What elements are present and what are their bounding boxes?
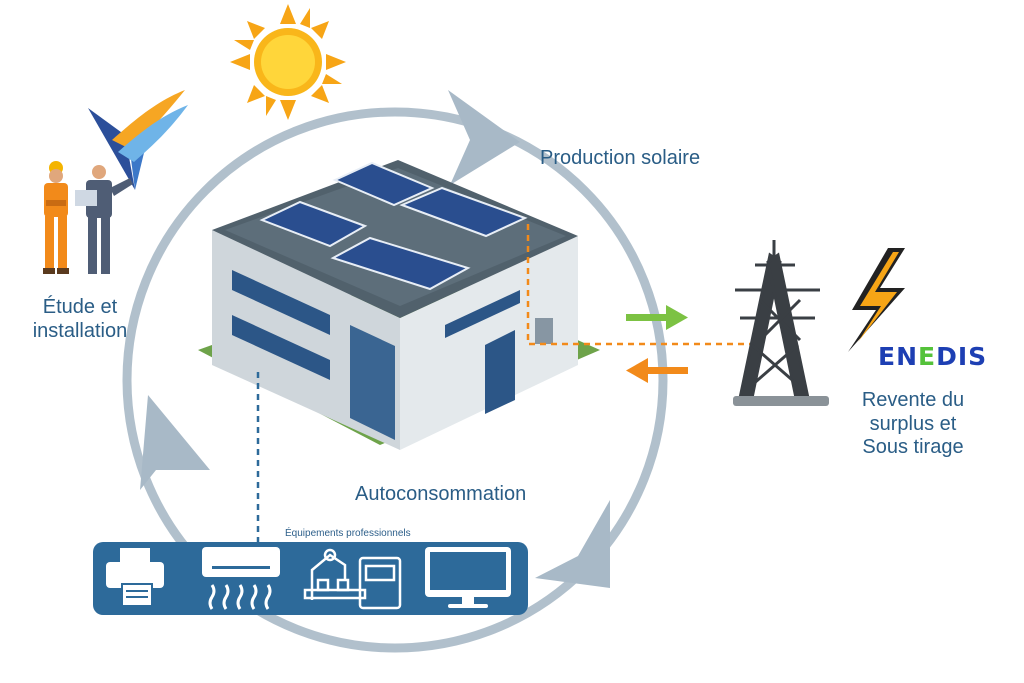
workers-illustration-icon <box>43 161 133 274</box>
cycle-arrow-head-right-icon <box>535 500 610 588</box>
cycle-arrows <box>122 90 668 653</box>
industrial-robot-icon <box>303 548 402 610</box>
air-conditioner-icon <box>202 547 280 610</box>
etude-line-2: installation <box>32 319 128 342</box>
revente-line-1: Revente du <box>861 389 965 411</box>
building-illustration-icon <box>198 160 600 450</box>
enedis-logo-part1: EN <box>878 342 919 371</box>
cycle-arrow-head-left-icon <box>140 395 210 490</box>
computer-monitor-icon <box>425 547 511 608</box>
revente-label: Revente du surplus et Sous tirage <box>838 389 988 460</box>
import-arrow-icon <box>626 358 688 383</box>
autoconsommation-label: Autoconsommation <box>355 483 527 505</box>
etude-installation-label: Étude et installation <box>10 296 150 343</box>
power-pylon-icon <box>735 240 820 400</box>
pylon-base <box>733 396 829 406</box>
equipements-label: Équipements professionnels <box>285 528 411 539</box>
company-v-logo-icon <box>88 90 188 190</box>
enedis-logo: ENEDIS <box>878 342 987 372</box>
cycle-arrow-head-top-icon <box>448 90 520 185</box>
sun-icon <box>230 4 346 120</box>
export-arrow-icon <box>626 305 688 330</box>
printer-icon <box>106 548 164 607</box>
production-label: Production solaire <box>540 147 701 169</box>
revente-line-3: Sous tirage <box>862 436 964 459</box>
enedis-logo-part2: E <box>918 342 937 371</box>
revente-line-2: surplus et <box>869 412 957 435</box>
enedis-logo-part3: DIS <box>936 342 988 371</box>
equipment-panel <box>93 542 528 615</box>
etude-line-1: Étude et <box>42 296 118 318</box>
grid-connection-dashed-line <box>526 224 750 346</box>
